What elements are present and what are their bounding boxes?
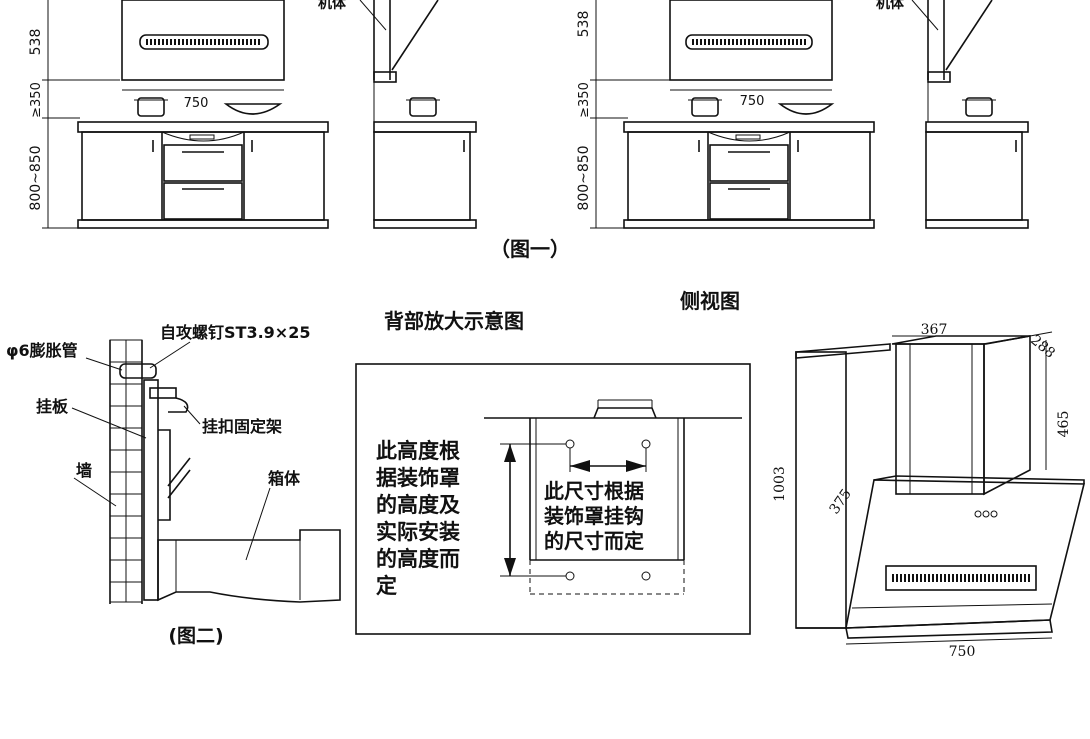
note-height-line-5: 的高度而 bbox=[376, 547, 460, 571]
label-box-body: 箱体 bbox=[268, 469, 301, 488]
body-label-left: 机体 bbox=[318, 0, 347, 12]
dim-538-left: 538 bbox=[28, 29, 44, 56]
dim-750-right: 750 bbox=[740, 94, 765, 109]
dim-1003: 1003 bbox=[772, 466, 788, 502]
label-tapping-screw: 自攻螺钉ST3.9×25 bbox=[160, 323, 310, 342]
note-size-line-3: 的尺寸而定 bbox=[544, 529, 644, 553]
note-height-line-3: 的高度及 bbox=[376, 493, 461, 517]
note-height-line-2: 据装饰罩 bbox=[376, 466, 460, 490]
side-view-diagram: 侧视图 367 288 465 1003 375 750 bbox=[680, 289, 1086, 660]
figure-1-right: 538 ≥350 800~850 750 机体 bbox=[576, 0, 1029, 229]
dim-375: 375 bbox=[827, 486, 855, 517]
back-view-title: 背部放大示意图 bbox=[384, 309, 524, 333]
body-label-right: 机体 bbox=[876, 0, 905, 12]
figure-1-caption: （图一） bbox=[490, 237, 570, 261]
dim-800-850-left: 800~850 bbox=[28, 145, 44, 210]
label-wall: 墙 bbox=[76, 461, 92, 480]
label-hanging-plate: 挂板 bbox=[36, 397, 69, 416]
dim-750-left: 750 bbox=[184, 96, 209, 111]
dim-800-850-right: 800~850 bbox=[576, 145, 592, 210]
label-hook-bracket: 挂扣固定架 bbox=[202, 417, 282, 436]
figure-1-left: 538 ≥350 800~850 750 机体 bbox=[28, 0, 477, 229]
dim-538-right: 538 bbox=[576, 11, 592, 38]
dim-367: 367 bbox=[921, 322, 948, 338]
dim-350-right: ≥350 bbox=[577, 82, 592, 118]
back-view-diagram: 背部放大示意图 此高度根 据装饰罩 的高度及 bbox=[355, 309, 751, 635]
note-height-line-6: 定 bbox=[376, 574, 397, 598]
brick-wall bbox=[109, 339, 143, 604]
side-view-title: 侧视图 bbox=[680, 289, 740, 313]
figure-2-wall-mount: φ6膨胀管 自攻螺钉ST3.9×25 挂板 挂扣固定架 墙 箱体 (图二) bbox=[6, 323, 341, 647]
dim-350-left: ≥350 bbox=[29, 82, 44, 118]
note-size-line-1: 此尺寸根据 bbox=[544, 479, 644, 503]
dim-750-side: 750 bbox=[949, 644, 976, 660]
note-height-line-1: 此高度根 bbox=[376, 439, 460, 463]
label-expansion-tube: φ6膨胀管 bbox=[6, 341, 78, 360]
note-size-line-2: 装饰罩挂钩 bbox=[543, 504, 644, 528]
note-height-line-4: 实际安装 bbox=[376, 520, 460, 544]
figure-2-caption: (图二) bbox=[168, 625, 223, 647]
dim-465: 465 bbox=[1056, 411, 1072, 438]
dim-288: 288 bbox=[1027, 332, 1058, 361]
